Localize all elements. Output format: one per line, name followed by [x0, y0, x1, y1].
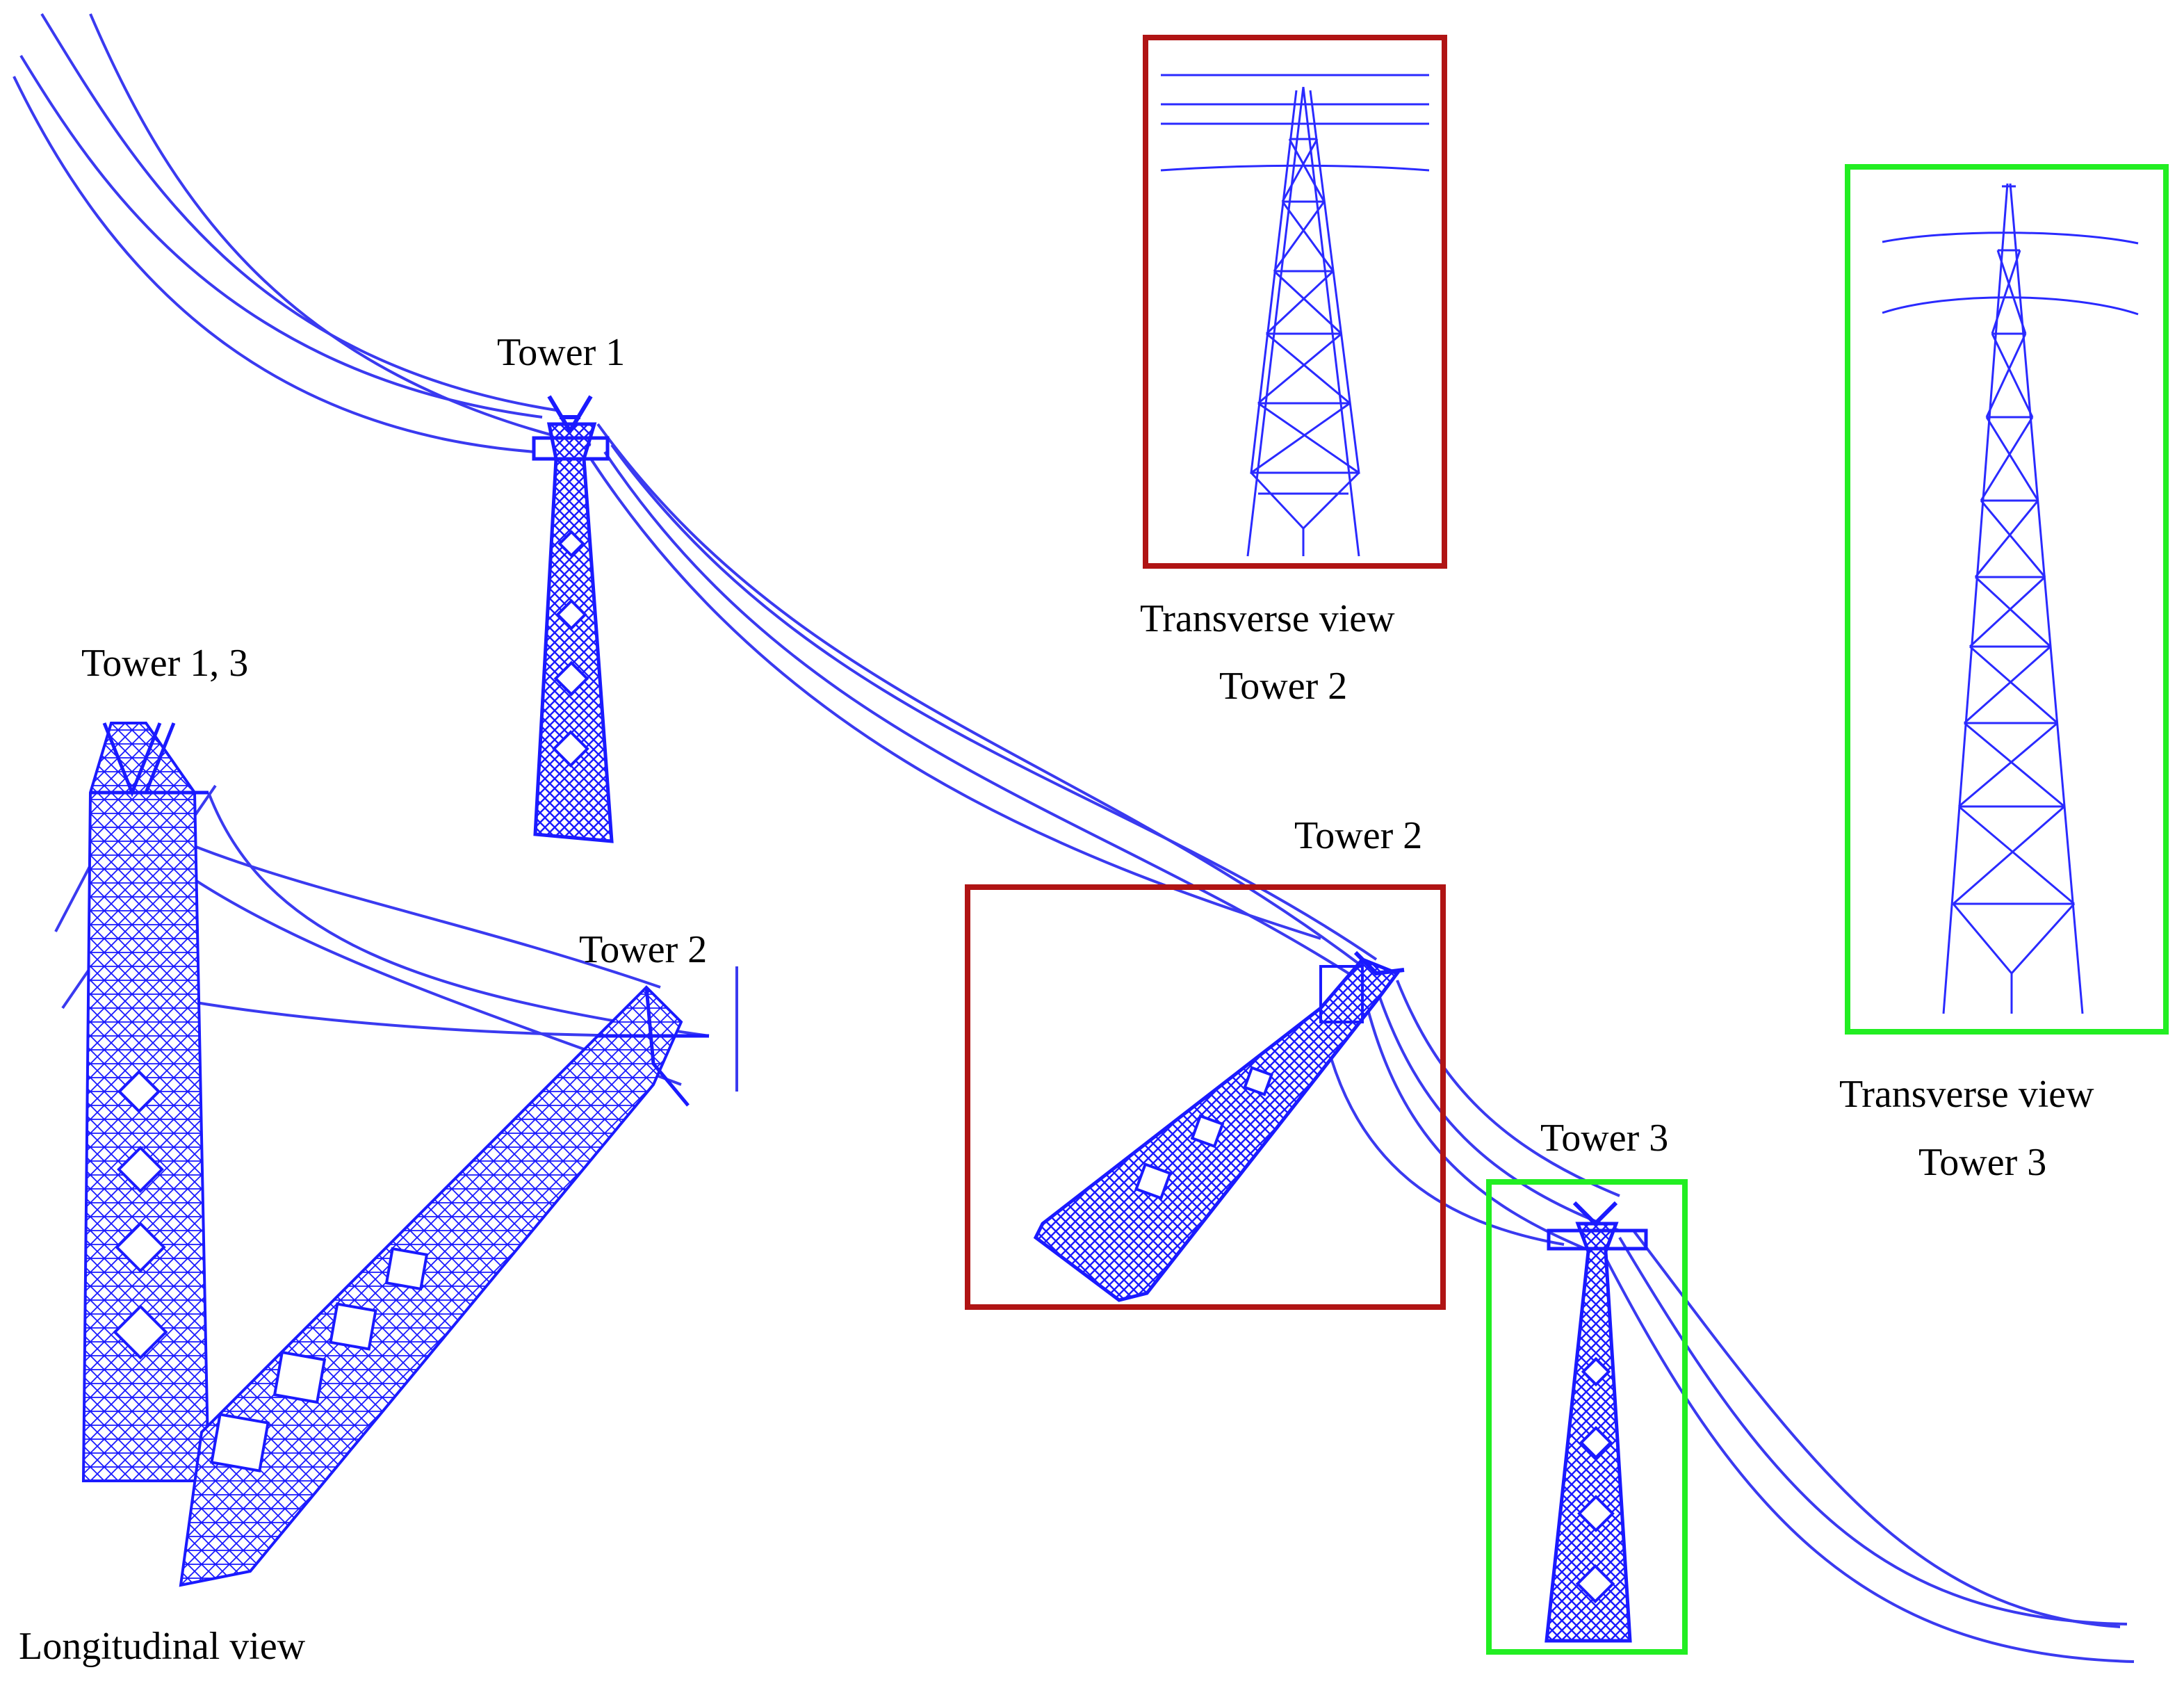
label-transverse-view-tower-2-line-1: Transverse view: [1140, 597, 1395, 640]
conductor-span-4a: [1618, 1236, 2128, 1625]
tower-3-highlight-box: [1486, 1179, 1688, 1655]
label-transverse-view-tower-3-line-1: Transverse view: [1839, 1073, 2094, 1116]
transverse-view-tower-3: [1882, 183, 2139, 1014]
labels: Tower 1 Tower 2 Tower 3 Tower 1, 3 Tower…: [19, 331, 2094, 1668]
conductor-span-1c: [89, 13, 592, 446]
tower-2-inset-frame: [1143, 35, 1447, 569]
label-tower-1: Tower 1: [497, 331, 625, 374]
tower-2-perspective: [1033, 950, 1405, 1302]
label-tower-3: Tower 3: [1540, 1117, 1668, 1160]
label-tower-2: Tower 2: [1294, 814, 1422, 857]
tower-1-perspective: [532, 395, 614, 843]
label-longitudinal-view: Longitudinal view: [19, 1625, 306, 1668]
conductor-span-4c: [1632, 1229, 2121, 1628]
conductor-span-3d: [1396, 980, 1620, 1197]
conductor-span-3c: [1319, 1014, 1565, 1246]
conductors: [13, 13, 2135, 1663]
transverse-view-tower-2: [1160, 74, 1430, 557]
label-transverse-view-tower-2-line-2: Tower 2: [1219, 665, 1347, 708]
longitudinal-view: [54, 722, 738, 1587]
label-transverse-view-tower-3-line-2: Tower 3: [1918, 1141, 2046, 1184]
conductor-span-3a: [1375, 987, 1620, 1232]
tower-3-perspective: [1545, 1201, 1648, 1643]
label-tower-2-longitudinal: Tower 2: [579, 928, 707, 971]
conductor-span-2c: [589, 457, 1321, 940]
conductor-span-1b: [40, 13, 557, 412]
conductor-span-1d: [13, 76, 536, 453]
conductor-span-2a: [596, 423, 1364, 968]
conductor-span-4b: [1597, 1244, 2135, 1663]
tower-2-highlight-box: [965, 884, 1446, 1310]
label-tower-1-3-longitudinal: Tower 1, 3: [81, 642, 248, 685]
tower-3-inset-frame: [1845, 164, 2169, 1035]
conductor-span-1a: [19, 54, 543, 419]
conductor-span-2b: [603, 451, 1350, 975]
tower-2-longitudinal: [179, 985, 683, 1587]
